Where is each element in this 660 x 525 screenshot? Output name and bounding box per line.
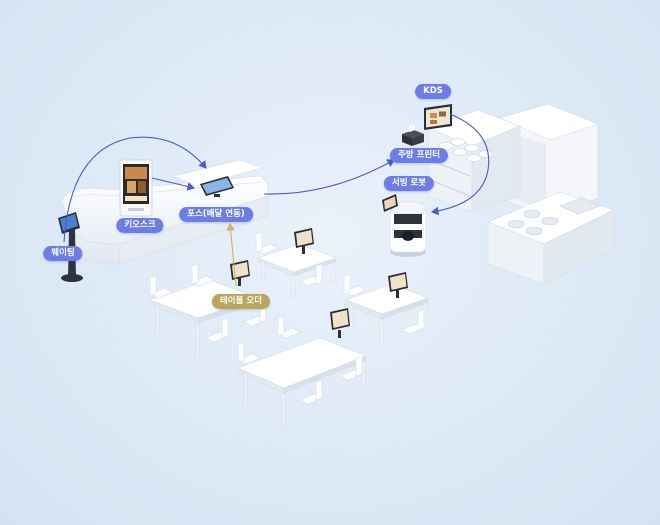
label-serving-robot: 서빙 로봇 xyxy=(383,176,435,191)
flow-arrows xyxy=(63,113,490,243)
label-table-order: 테이블 오더 xyxy=(211,294,271,309)
pos-terminal-icon xyxy=(200,176,234,197)
printer-icon xyxy=(402,124,424,146)
label-kitchen-printer: 주방 프린터 xyxy=(389,148,449,163)
kitchen-area xyxy=(427,103,615,285)
waiting-stand-icon xyxy=(58,212,83,282)
label-kds: KDS xyxy=(415,84,451,99)
label-waiting: 웨이팅 xyxy=(43,246,83,261)
label-kiosk: 키오스크 xyxy=(116,218,164,233)
tablet-stand-icons xyxy=(230,228,408,338)
label-pos: 포스(배달 연동) xyxy=(179,207,253,222)
table-order-arrow xyxy=(226,222,237,287)
kiosk-device-icon xyxy=(119,159,153,217)
kds-screen-icon xyxy=(424,104,452,130)
serving-robot-icon xyxy=(382,194,427,257)
dining-area xyxy=(149,231,429,426)
